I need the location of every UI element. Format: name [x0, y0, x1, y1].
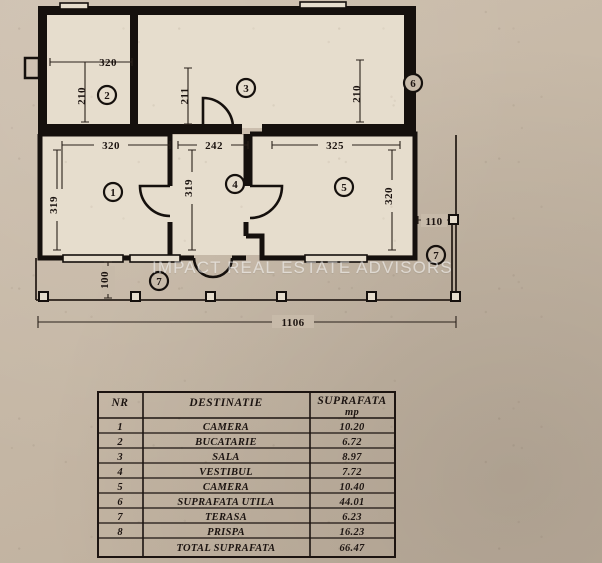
table-total-row: TOTAL SUPRAFATA 66.47 — [177, 543, 365, 554]
table-row: 5 CAMERA 10.40 — [117, 482, 365, 493]
cell-nr: 5 — [117, 482, 122, 493]
cell-suprafata: 10.40 — [339, 482, 365, 493]
dim-319-mid: 319 — [183, 179, 195, 197]
cell-nr: 3 — [116, 452, 122, 463]
room-marker-7-bottom: 7 — [148, 270, 170, 292]
cell-destinatie: VESTIBUL — [199, 467, 253, 478]
cell-suprafata: 10.20 — [339, 422, 365, 433]
room-marker-7-right: 7 — [425, 244, 447, 266]
table-row: 4 VESTIBUL 7.72 — [116, 467, 362, 478]
dim-319-left: 319 — [48, 196, 60, 214]
cell-suprafata: 6.23 — [342, 512, 362, 523]
room-marker-1-label: 1 — [110, 187, 116, 199]
room-marker-2: 2 — [96, 84, 118, 106]
room-marker-2-label: 2 — [104, 90, 110, 102]
dim-210-left: 210 — [76, 87, 88, 105]
dimension-labels: 320 242 325 319 319 320 210 320 211 210 … — [48, 57, 447, 329]
structural-walls — [23, 6, 416, 134]
room-marker-4-label: 4 — [232, 179, 238, 191]
cell-destinatie: SALA — [212, 452, 239, 463]
cell-nr: 6 — [117, 497, 123, 508]
table-row: 8 PRISPA 16.23 — [117, 527, 364, 538]
cell-destinatie: PRISPA — [207, 527, 245, 538]
cell-destinatie: BUCATARIE — [194, 437, 257, 448]
cell-destinatie: SUPRAFATA UTILA — [177, 497, 274, 508]
cell-destinatie: CAMERA — [203, 422, 249, 433]
table-row: 6 SUPRAFATA UTILA 44.01 — [117, 497, 364, 508]
room-marker-6-label: 6 — [410, 78, 416, 90]
door-swings — [138, 96, 284, 279]
dim-110: 110 — [425, 216, 442, 228]
dim-100: 100 — [99, 271, 111, 289]
room-markers: 1 2 3 4 5 6 7 — [96, 72, 447, 292]
cell-destinatie: TERASA — [205, 512, 247, 523]
table-row: 3 SALA 8.97 — [116, 452, 362, 463]
room-fills — [40, 10, 415, 255]
cell-nr: 8 — [117, 527, 123, 538]
cell-suprafata: 16.23 — [339, 527, 364, 538]
room-marker-7-right-label: 7 — [433, 250, 439, 262]
table-body — [97, 391, 396, 558]
dim-320-right: 320 — [383, 187, 395, 205]
cell-nr: 2 — [116, 437, 123, 448]
room-marker-3: 3 — [235, 77, 257, 99]
cell-nr: 7 — [117, 512, 123, 523]
room-marker-3-label: 3 — [243, 83, 249, 95]
room-marker-4: 4 — [224, 173, 246, 195]
dim-211: 211 — [179, 87, 191, 104]
room-marker-7-bottom-label: 7 — [156, 276, 162, 288]
cell-nr: 4 — [116, 467, 122, 478]
dim-210-top-right: 210 — [351, 85, 363, 103]
windows — [59, 1, 368, 263]
cell-total-value: 66.47 — [339, 543, 365, 554]
room-marker-6: 6 — [402, 72, 424, 94]
table-header-nr: NR — [111, 397, 129, 409]
table-header: NR DESTINATIE SUPRAFATA mp — [111, 395, 387, 418]
table-header-unit: mp — [345, 407, 359, 418]
table-header-suprafata: SUPRAFATA — [317, 395, 386, 407]
table-row: 7 TERASA 6.23 — [117, 512, 361, 523]
table-rows: 1 CAMERA 10.20 2 BUCATARIE 6.72 3 SALA 8… — [116, 422, 365, 554]
cell-total-label: TOTAL SUPRAFATA — [177, 543, 276, 554]
dim-325: 325 — [326, 140, 344, 152]
table-header-destinatie: DESTINATIE — [188, 397, 262, 409]
table-row: 1 CAMERA 10.20 — [117, 422, 365, 433]
table-row: 2 BUCATARIE 6.72 — [116, 437, 362, 448]
dim-1106-overall: 1106 — [282, 317, 305, 329]
dim-320-left: 320 — [102, 140, 120, 152]
cell-suprafata: 7.72 — [342, 467, 362, 478]
room-marker-5-label: 5 — [341, 182, 347, 194]
cell-suprafata: 44.01 — [338, 497, 364, 508]
floor-plan-drawing: 320 242 325 319 319 320 210 320 211 210 … — [23, 1, 461, 329]
porch-posts — [38, 214, 461, 302]
dim-320-top: 320 — [99, 57, 117, 69]
cell-suprafata: 6.72 — [342, 437, 362, 448]
dim-242: 242 — [205, 140, 223, 152]
cell-destinatie: CAMERA — [203, 482, 249, 493]
room-marker-5: 5 — [333, 176, 355, 198]
room-marker-1: 1 — [102, 181, 124, 203]
cell-suprafata: 8.97 — [342, 452, 362, 463]
cell-nr: 1 — [117, 422, 122, 433]
